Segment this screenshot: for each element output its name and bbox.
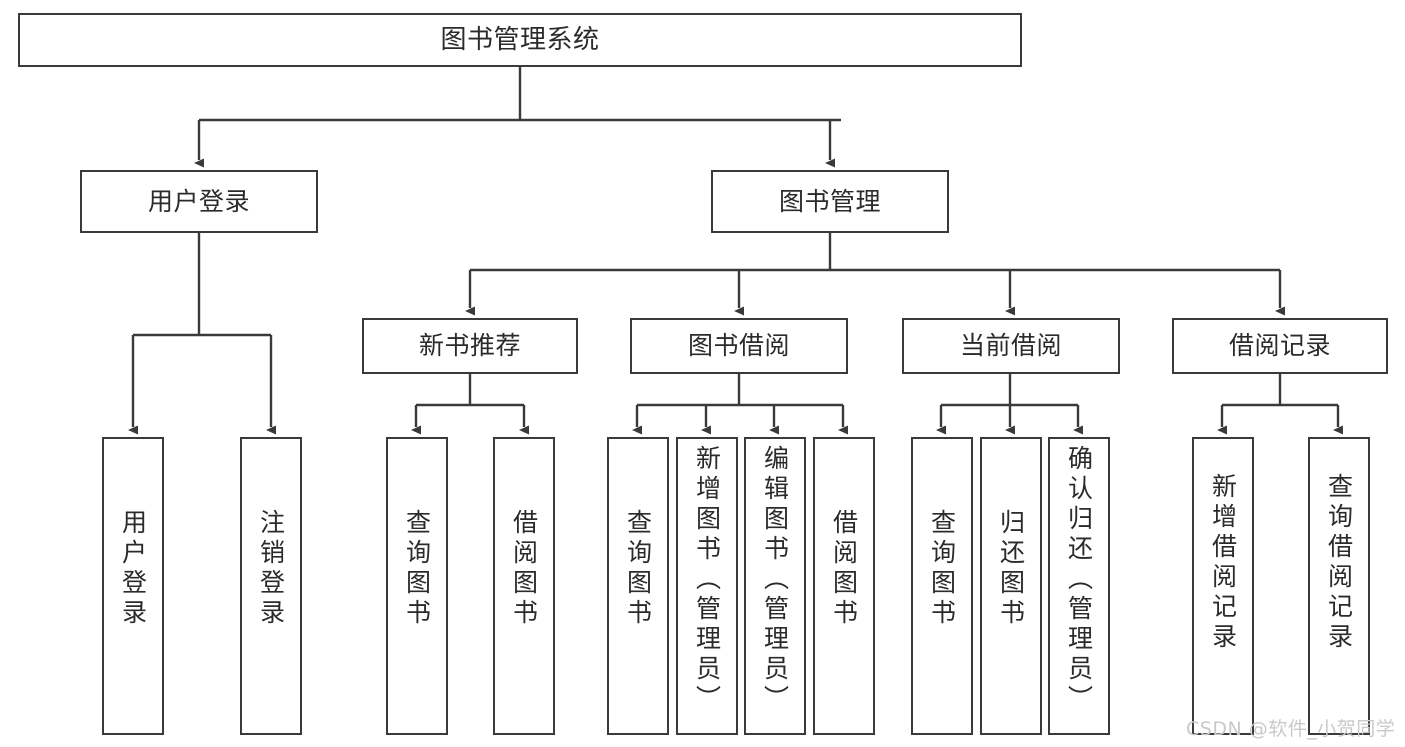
node-label: 借阅图书 <box>829 509 859 629</box>
node-label: 当前借阅 <box>959 331 1062 361</box>
node-label: 借阅图书 <box>509 509 539 629</box>
node-label: 新增图书（管理员） <box>692 445 722 715</box>
leaf-user-login[interactable]: 用户登录 <box>102 437 164 735</box>
node-label: 图书管理 <box>778 186 881 216</box>
leaf-edit-book-admin[interactable]: 编辑图书（管理员） <box>744 437 806 735</box>
leaf-add-borrow-record[interactable]: 新增借阅记录 <box>1192 437 1254 735</box>
leaf-logout[interactable]: 注销登录 <box>240 437 302 735</box>
node-label: 查询图书 <box>927 509 957 629</box>
leaf-query-borrow-record[interactable]: 查询借阅记录 <box>1308 437 1370 735</box>
leaf-query-book-current[interactable]: 查询图书 <box>911 437 973 735</box>
node-label: 确认归还（管理员） <box>1064 445 1094 715</box>
node-label: 新增借阅记录 <box>1208 473 1238 653</box>
node-label: 编辑图书（管理员） <box>760 445 790 715</box>
node-label: 图书借阅 <box>687 331 790 361</box>
node-current-borrow[interactable]: 当前借阅 <box>902 318 1120 374</box>
node-label: 借阅记录 <box>1228 331 1331 361</box>
node-label: 查询图书 <box>623 509 653 629</box>
node-label: 用户登录 <box>118 509 148 629</box>
leaf-borrow-book[interactable]: 借阅图书 <box>813 437 875 735</box>
node-label: 图书管理系统 <box>440 24 600 55</box>
node-label: 查询借阅记录 <box>1324 473 1354 653</box>
leaf-confirm-return-admin[interactable]: 确认归还（管理员） <box>1048 437 1110 735</box>
node-label: 归还图书 <box>996 509 1026 629</box>
node-label: 新书推荐 <box>418 331 521 361</box>
leaf-add-book-admin[interactable]: 新增图书（管理员） <box>676 437 738 735</box>
node-label: 注销登录 <box>256 509 286 629</box>
node-user-login[interactable]: 用户登录 <box>80 170 318 233</box>
leaf-borrow-book-recommend[interactable]: 借阅图书 <box>493 437 555 735</box>
node-new-book-recommendation[interactable]: 新书推荐 <box>362 318 578 374</box>
watermark-text: CSDN @软件_小贺同学 <box>1186 718 1396 740</box>
node-book-borrow[interactable]: 图书借阅 <box>630 318 848 374</box>
node-label: 查询图书 <box>402 509 432 629</box>
leaf-return-book[interactable]: 归还图书 <box>980 437 1042 735</box>
node-book-management[interactable]: 图书管理 <box>711 170 949 233</box>
node-root-book-management-system[interactable]: 图书管理系统 <box>18 13 1022 67</box>
node-borrow-record[interactable]: 借阅记录 <box>1172 318 1388 374</box>
node-label: 用户登录 <box>147 186 250 216</box>
leaf-query-book-borrow[interactable]: 查询图书 <box>607 437 669 735</box>
leaf-query-book-recommend[interactable]: 查询图书 <box>386 437 448 735</box>
